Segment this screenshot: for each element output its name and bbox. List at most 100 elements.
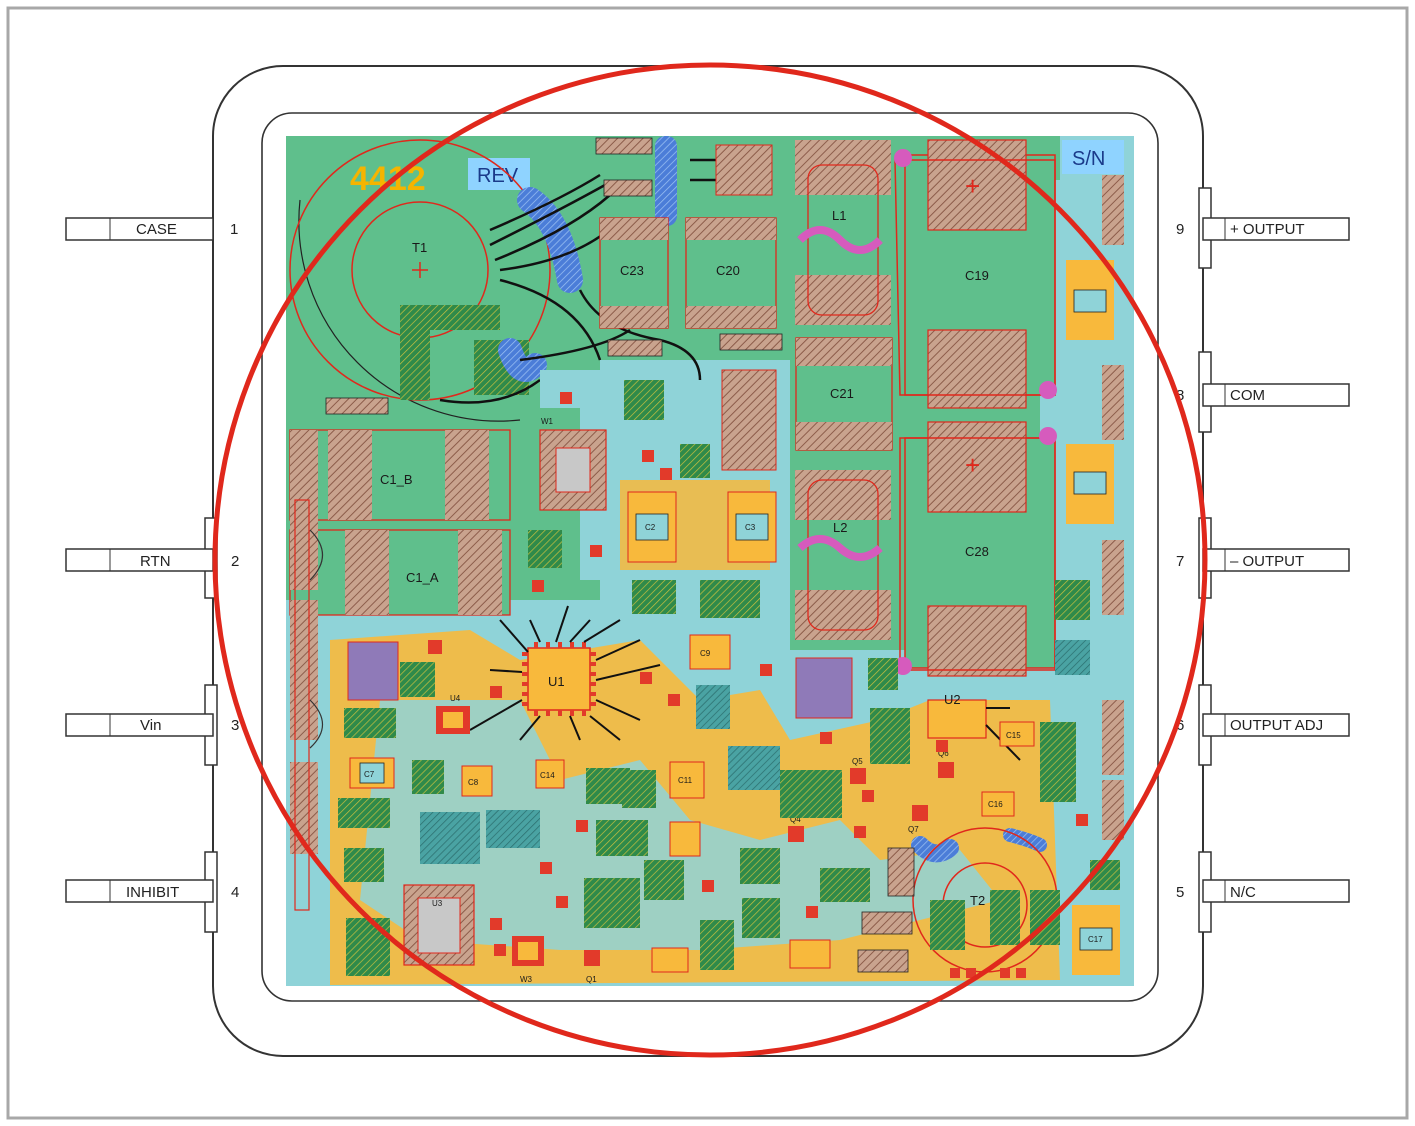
c11-label: C11 [678,776,693,785]
pins-right: + OUTPUT 9 COM 8 – OUTPUT 7 OUTPUT ADJ 6… [1176,217,1350,903]
capacitor-c21: C21 [795,337,893,451]
transformer-t1: T1 [289,139,551,422]
capacitor-c15: C15 [999,721,1035,747]
transistor-q5: Q5 [850,757,866,784]
u4-label: U4 [450,694,461,703]
pin-7-label: – OUTPUT [1230,553,1304,570]
c21-label: C21 [830,386,854,401]
pin-2-label: RTN [140,553,171,570]
c1b-label: C1_B [380,472,413,487]
pin-4-label: INHIBIT [126,884,179,901]
capacitor-c20: C20 [685,217,777,329]
q1-label: Q1 [586,975,597,984]
transistors: Q1 Q4 Q5 Q6 Q7 [584,749,954,984]
u3-label: U3 [432,899,443,908]
capacitor-c28: + C28 [904,421,1056,677]
capacitor-c1-b: C1_B [289,429,511,521]
capacitor-c23: C23 [599,217,669,329]
pins-left: CASE 1 RTN 2 Vin 3 INHIBIT 4 [65,217,239,903]
c9-label: C9 [700,649,711,658]
transistor-q4: Q4 [788,815,804,842]
capacitor-c3: C3 [727,491,777,563]
svg-text:+: + [965,450,980,480]
ic-u4: U4 [436,694,470,734]
capacitor-c7: C7 [349,757,395,789]
rev-box [468,158,530,190]
pin-7-number: 7 [1176,553,1184,570]
part-w3: W3 [512,936,544,984]
pin-3: Vin 3 [65,713,239,737]
c19-label: C19 [965,268,989,283]
pin-5-label: N/C [1230,884,1256,901]
q4-label: Q4 [790,815,801,824]
pink-connectors [894,149,1057,675]
transistor-q6: Q6 [938,749,954,778]
pin-1: CASE 1 [65,217,238,241]
c2-label: C2 [645,523,656,532]
highlight-circle [212,62,1208,1058]
pin-9-label: + OUTPUT [1230,221,1305,238]
capacitor-c17: C17 [1088,935,1103,944]
q5-label: Q5 [852,757,863,766]
capacitor-c9: C9 [689,634,731,670]
chip-capacitors: C2 C3 C7 C8 C9 C11 C14 C1 [349,491,1103,944]
pin-1-number: 1 [230,221,238,238]
c28-label: C28 [965,544,989,559]
ic-u1: U1 [469,605,661,741]
pin-9: + OUTPUT 9 [1176,217,1350,241]
pin-3-label: Vin [140,717,161,734]
pin-7: – OUTPUT 7 [1176,548,1350,572]
capacitor-c14: C14 [535,759,565,789]
u1-label: U1 [548,674,565,689]
transistor-q7: Q7 [908,805,928,834]
pin-6-label: OUTPUT ADJ [1230,717,1323,734]
c14-label: C14 [540,771,555,780]
capacitor-c1-a: C1_A [289,529,511,616]
capacitor-c16: C16 [981,791,1015,817]
c3-label: C3 [745,523,756,532]
w1-label: W1 [541,417,554,426]
c20-label: C20 [716,263,740,278]
pin-4-number: 4 [231,884,239,901]
package-inner-outline [261,112,1159,1002]
svg-text:+: + [965,171,980,201]
pin-5: N/C 5 [1176,879,1350,903]
pin-1-label: CASE [136,221,177,238]
t1-label: T1 [412,240,427,255]
pin-9-number: 9 [1176,221,1184,238]
pin-2-number: 2 [231,553,239,570]
c1a-label: C1_A [406,570,439,585]
u2-label: U2 [944,692,961,707]
c7-label: C7 [364,770,375,779]
q7-label: Q7 [908,825,919,834]
pin-3-number: 3 [231,717,239,734]
ic-u2: U2 [927,692,1021,761]
rev-label: REV [477,165,519,187]
transistor-q1: Q1 [584,950,600,984]
c17-label: C17 [1088,935,1103,944]
capacitor-c11: C11 [669,761,705,799]
q6-label: Q6 [938,749,949,758]
left-edge-pads [290,430,324,911]
l2-label: L2 [833,520,847,535]
c16-label: C16 [988,800,1003,809]
capacitor-c8: C8 [461,765,493,797]
pin-8: COM 8 [1176,383,1350,407]
wire-bundle [439,158,750,404]
capacitor-c2: C2 [627,491,677,563]
l1-label: L1 [832,208,846,223]
ic-u3: U3 [403,884,475,966]
part-w1: W1 [539,417,607,511]
c15-label: C15 [1006,731,1021,740]
pin-5-number: 5 [1176,884,1184,901]
misc-footprints [325,137,1120,976]
small-pads [428,392,1088,978]
right-side-pads [1055,175,1124,975]
pin-8-number: 8 [1176,387,1184,404]
c23-label: C23 [620,263,644,278]
pin-8-label: COM [1230,387,1265,404]
t2-label: T2 [970,893,985,908]
pin-6: OUTPUT ADJ 6 [1176,713,1350,737]
sn-box [1062,140,1124,174]
